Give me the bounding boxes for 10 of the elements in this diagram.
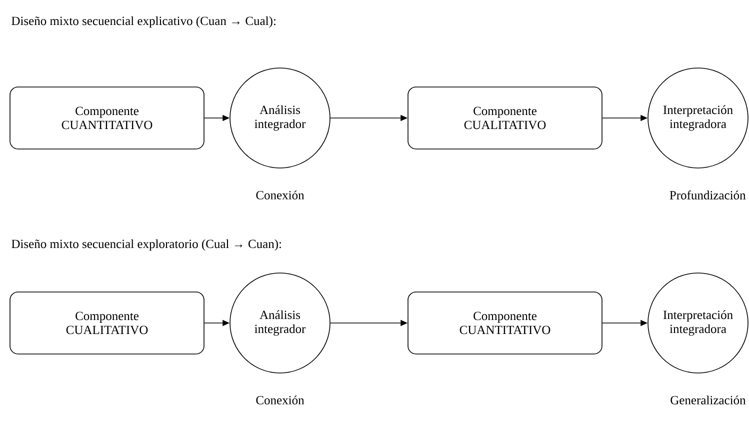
process-box: Componente CUANTITATIVO bbox=[408, 292, 602, 354]
node-label: Generalización bbox=[670, 396, 746, 404]
node-label: Profundización bbox=[670, 190, 746, 200]
node-label: Conexión bbox=[256, 190, 304, 200]
node-label: Conexión bbox=[256, 396, 304, 404]
heading: Diseño mixto secuencial exploratorio (Cual → Cuan): bbox=[12, 239, 281, 251]
process-box: Componente CUALITATIVO bbox=[408, 86, 602, 150]
process-box: Componente CUALITATIVO bbox=[10, 292, 204, 354]
process-box: Componente CUANTITATIVO bbox=[10, 86, 204, 150]
heading: Diseño mixto secuencial explicativo (Cuan → Cual): bbox=[12, 16, 276, 28]
